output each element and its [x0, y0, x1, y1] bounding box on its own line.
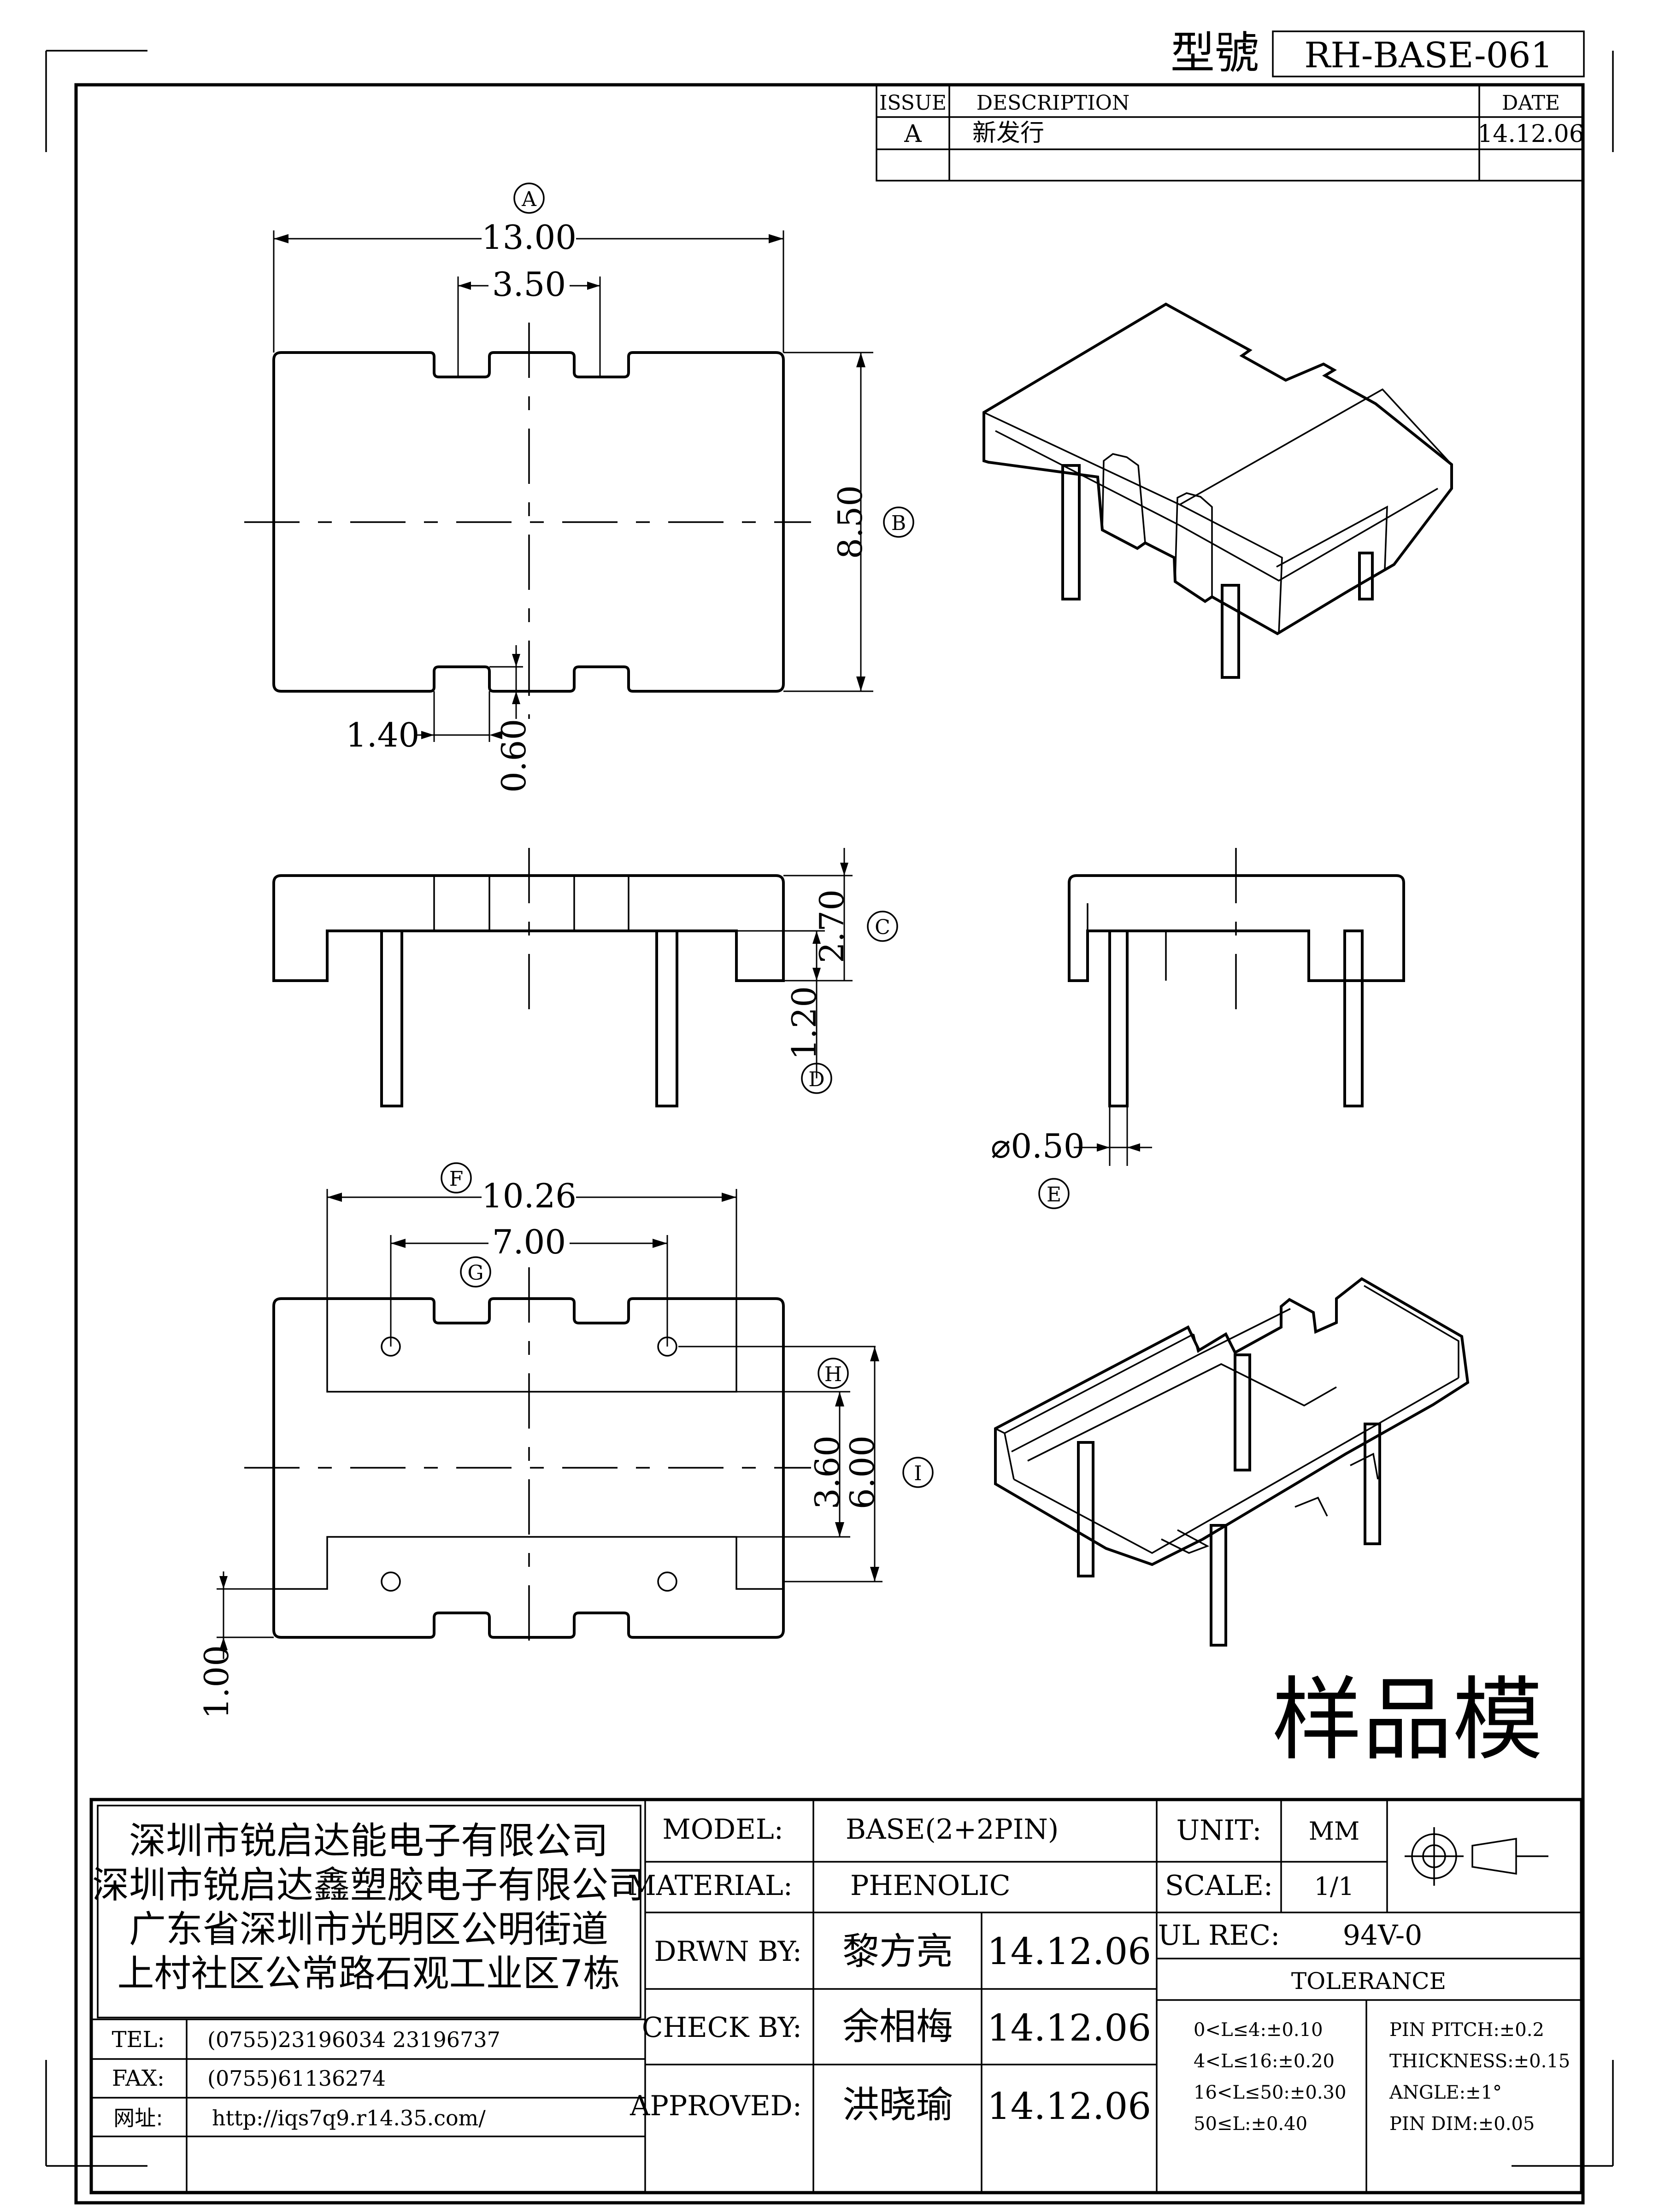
top-view: 13.00 A 3.50 8.50 B	[244, 182, 914, 793]
dimension-bottom-1-00: 1.00	[197, 1571, 274, 1719]
drawn-label: DRWN BY:	[654, 1936, 802, 1968]
dimension-d-value: 1.20	[785, 986, 824, 1060]
dimension-i-value: 6.00	[843, 1435, 882, 1509]
model-value: BASE(2+2PIN)	[846, 1813, 1059, 1846]
dimension-e: ⌀0.50 E	[991, 1106, 1152, 1209]
dimension-f: 10.26 F	[326, 1162, 737, 1299]
tolerance-right-2: THICKNESS:±0.15	[1389, 2051, 1570, 2072]
tolerance-title: TOLERANCE	[1291, 1968, 1446, 1994]
isometric-view-top	[982, 302, 1453, 679]
revision-table: ISSUE DESCRIPTION DATE A 新发行 14.12.06	[876, 84, 1584, 182]
dimension-c-marker: C	[875, 916, 890, 939]
dimension-notch-width-value: 3.50	[492, 265, 566, 304]
dimension-notch-width: 3.50	[457, 265, 601, 377]
approved-date: 14.12.06	[987, 2085, 1151, 2128]
dimension-a-value: 13.00	[482, 218, 577, 257]
check-name: 余相梅	[842, 2005, 953, 2048]
tolerance-right-3: ANGLE:±1°	[1389, 2082, 1502, 2103]
dimension-d-marker: D	[808, 1068, 824, 1091]
check-date: 14.12.06	[987, 2006, 1151, 2049]
dimension-e-value: ⌀0.50	[991, 1127, 1085, 1165]
dimension-g-value: 7.00	[492, 1223, 566, 1261]
revision-issue: A	[904, 120, 922, 148]
contact-web-value: http://iqs7q9.r14.35.com/	[212, 2106, 486, 2130]
contact-fax-label: FAX:	[112, 2065, 165, 2091]
dimension-notch-1-40: 1.40	[346, 691, 502, 754]
contact-fax-value: (0755)61136274	[207, 2066, 386, 2091]
company-line-4: 上村社区公常路石观工业区7栋	[118, 1952, 620, 1995]
projection-symbol-icon	[1405, 1827, 1548, 1886]
model-number: RH-BASE-061	[1304, 35, 1553, 76]
dimension-e-marker: E	[1047, 1183, 1061, 1206]
title-block: 深圳市锐启达能电子有限公司 深圳市锐启达鑫塑胶电子有限公司 广东省深圳市光明区公…	[89, 1798, 1583, 2194]
model-label: MODEL:	[662, 1813, 783, 1846]
dimension-h-marker: H	[824, 1363, 842, 1386]
dimension-b: 8.50 B	[783, 352, 914, 692]
side-view: ⌀0.50 E	[991, 848, 1405, 1209]
company-line-1: 深圳市锐启达能电子有限公司	[129, 1819, 608, 1862]
dimension-notch-0-60: 0.60	[489, 645, 533, 793]
dimension-h: 3.60 H	[678, 1346, 876, 1538]
dimension-i-marker: I	[914, 1462, 922, 1485]
material-value: PHENOLIC	[850, 1870, 1011, 1902]
revision-header-date: DATE	[1502, 91, 1560, 115]
dimension-i: 6.00 I	[783, 1347, 934, 1583]
ul-label: UL REC:	[1158, 1919, 1280, 1952]
sheet-frame	[45, 50, 1614, 2205]
ul-value: 94V-0	[1343, 1919, 1423, 1952]
company-line-2: 深圳市锐启达鑫塑胶电子有限公司	[92, 1864, 645, 1906]
dimension-c: 2.70 C	[783, 848, 898, 982]
dimension-a: 13.00 A	[273, 182, 784, 353]
dimension-h-value: 3.60	[808, 1435, 847, 1509]
drawn-name: 黎方亮	[842, 1930, 953, 1973]
tolerance-right-4: PIN DIM:±0.05	[1389, 2113, 1535, 2135]
dimension-g: 7.00 G	[390, 1223, 668, 1347]
revision-header-description: DESCRIPTION	[977, 91, 1130, 115]
scale-label: SCALE:	[1165, 1870, 1273, 1902]
front-view: 2.70 C 1.20 D	[272, 848, 898, 1107]
drawn-date: 14.12.06	[987, 1930, 1151, 1973]
dimension-g-marker: G	[467, 1261, 483, 1285]
dimension-f-value: 10.26	[482, 1177, 577, 1215]
check-label: CHECK BY:	[642, 2012, 802, 2044]
bottom-view: 10.26 F 7.00 G 3.60 H	[197, 1162, 934, 1719]
unit-label: UNIT:	[1177, 1814, 1262, 1847]
scale-value: 1/1	[1314, 1872, 1354, 1901]
tolerance-right-1: PIN PITCH:±0.2	[1389, 2019, 1544, 2041]
material-label: MATERIAL:	[628, 1870, 793, 1902]
contact-tel-value: (0755)23196034 23196737	[207, 2027, 500, 2052]
tolerance-left-1: 0<L≤4:±0.10	[1194, 2019, 1323, 2041]
revision-description: 新发行	[972, 119, 1044, 147]
dimension-b-marker: B	[891, 512, 906, 535]
contact-web-label: 网址:	[113, 2106, 163, 2130]
unit-value: MM	[1309, 1817, 1360, 1846]
tolerance-left-4: 50≤L:±0.40	[1194, 2113, 1307, 2135]
sample-stamp: 样品模	[1272, 1668, 1543, 1773]
dimension-f-marker: F	[449, 1167, 464, 1191]
dimension-bottom-1-00-value: 1.00	[197, 1645, 236, 1719]
model-number-header: 型號 RH-BASE-061	[1171, 27, 1585, 79]
tolerance-left-2: 4<L≤16:±0.20	[1194, 2051, 1335, 2072]
dimension-notch-1-40-value: 1.40	[346, 716, 419, 754]
dimension-notch-0-60-value: 0.60	[494, 719, 533, 793]
dimension-b-value: 8.50	[831, 485, 870, 559]
dimension-a-marker: A	[521, 188, 537, 211]
revision-date: 14.12.06	[1477, 120, 1584, 148]
approved-name: 洪晓瑜	[842, 2083, 953, 2126]
isometric-view-bottom	[994, 1277, 1470, 1647]
approved-label: APPROVED:	[629, 2090, 802, 2122]
dimension-c-value: 2.70	[812, 889, 851, 963]
dimension-d: 1.20 D	[736, 930, 832, 1094]
contact-tel-label: TEL:	[112, 2027, 165, 2053]
company-line-3: 广东省深圳市光明区公明街道	[129, 1908, 608, 1951]
model-number-label: 型號	[1171, 27, 1259, 79]
tolerance-left-3: 16<L≤50:±0.30	[1194, 2082, 1346, 2103]
revision-header-issue: ISSUE	[879, 91, 947, 115]
